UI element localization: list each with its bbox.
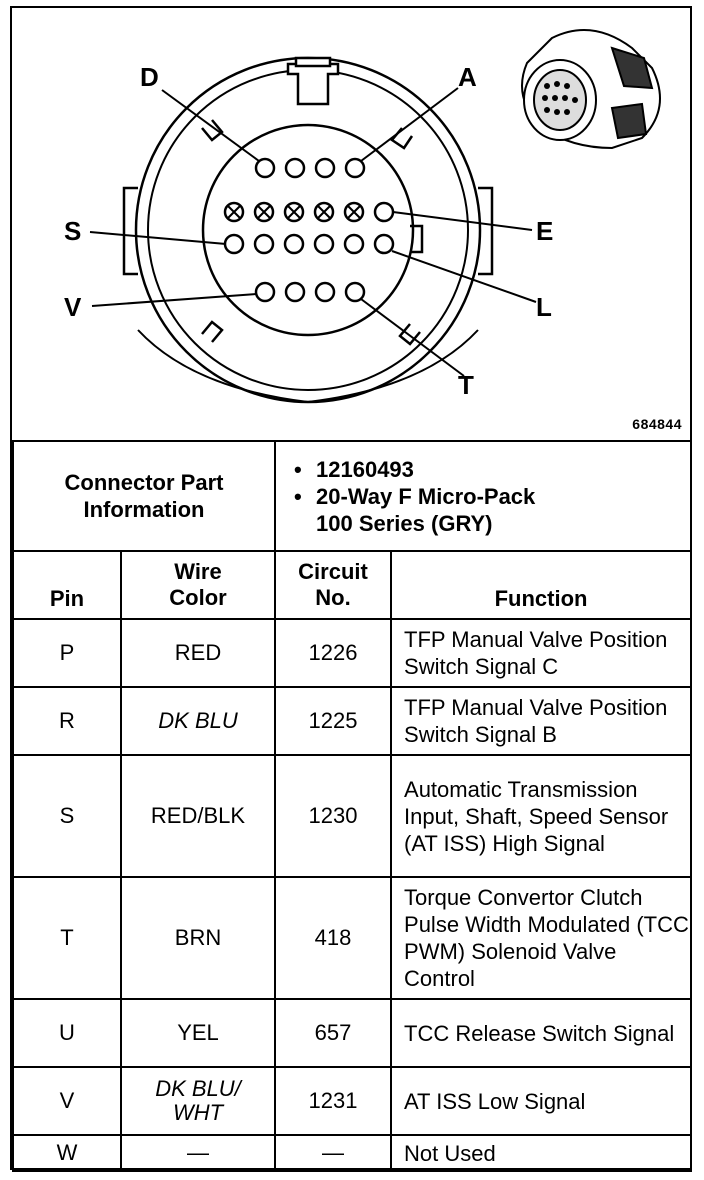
table-row: R DK BLU 1225 TFP Manual Valve Position … xyxy=(12,686,693,756)
table-row: W — — Not Used xyxy=(12,1134,693,1172)
pin-holes xyxy=(223,157,395,303)
wire-color-cell: RED xyxy=(119,618,277,688)
connector-description-line2: 100 Series (GRY) xyxy=(316,510,493,536)
pin-cell: R xyxy=(12,686,122,756)
label-l: L xyxy=(536,292,552,322)
circuit-cell: 1231 xyxy=(274,1066,393,1136)
table-row: V DK BLU/ WHT 1231 AT ISS Low Signal xyxy=(12,1066,693,1136)
connector-face-illustration: D A S E V L T xyxy=(64,29,661,404)
circuit-cell: 1225 xyxy=(274,686,393,756)
function-cell: AT ISS Low Signal xyxy=(390,1066,693,1136)
wire-color-cell: RED/BLK xyxy=(119,754,277,878)
label-d: D xyxy=(140,62,159,92)
connector-diagram: D A S E V L T 684844 xyxy=(12,8,690,440)
pin-cell: T xyxy=(12,876,122,1000)
wire-color-cell: — xyxy=(119,1134,277,1172)
part-number: 12160493 xyxy=(294,456,690,483)
label-e: E xyxy=(536,216,553,246)
header-function: Function xyxy=(390,550,693,620)
pin-cell: U xyxy=(12,998,122,1068)
header-pin: Pin xyxy=(12,550,122,620)
circuit-cell: 1230 xyxy=(274,754,393,878)
connector-info-heading: Connector Part Information xyxy=(11,440,277,552)
circuit-cell: — xyxy=(274,1134,393,1172)
wire-color-cell: DK BLU xyxy=(119,686,277,756)
table-row: T BRN 418 Torque Convertor Clutch Pulse … xyxy=(12,876,693,1000)
inner-ring xyxy=(201,123,415,337)
circuit-cell: 418 xyxy=(274,876,393,1000)
wire-color-cell: BRN xyxy=(119,876,277,1000)
function-cell: TFP Manual Valve Position Switch Signal … xyxy=(390,686,693,756)
label-t: T xyxy=(458,370,474,400)
table-row: P RED 1226 TFP Manual Valve Position Swi… xyxy=(12,618,693,688)
function-cell: TFP Manual Valve Position Switch Signal … xyxy=(390,618,693,688)
connector-thumbnail xyxy=(521,29,661,150)
pin-cell: W xyxy=(12,1134,122,1172)
connector-description-line1: 20-Way F Micro-Pack xyxy=(294,483,690,510)
pin-cell: P xyxy=(12,618,122,688)
label-a: A xyxy=(458,62,477,92)
leader-lines xyxy=(89,87,537,377)
circuit-cell: 657 xyxy=(274,998,393,1068)
function-cell: TCC Release Switch Signal xyxy=(390,998,693,1068)
wire-color-cell: YEL xyxy=(119,998,277,1068)
header-circuit: Circuit No. xyxy=(274,550,393,620)
pin-cell: V xyxy=(12,1066,122,1136)
connector-table: Connector Part Information 12160493 20-W… xyxy=(11,440,693,1172)
table-header-row: Pin Wire Color Circuit No. Function xyxy=(12,550,693,620)
label-s: S xyxy=(64,216,81,246)
pin-cell: S xyxy=(12,754,122,878)
function-cell: Not Used xyxy=(390,1134,693,1172)
wire-color-cell: DK BLU/ WHT xyxy=(119,1066,277,1136)
label-v: V xyxy=(64,292,82,322)
connector-info-row: Connector Part Information 12160493 20-W… xyxy=(11,440,693,552)
function-cell: Automatic Transmission Input, Shaft, Spe… xyxy=(390,754,693,878)
table-row: S RED/BLK 1230 Automatic Transmission In… xyxy=(12,754,693,878)
connector-info-details: 12160493 20-Way F Micro-Pack 100 Series … xyxy=(274,440,693,552)
table-row: U YEL 657 TCC Release Switch Signal xyxy=(12,998,693,1068)
figure-id: 684844 xyxy=(632,416,682,432)
circuit-cell: 1226 xyxy=(274,618,393,688)
document-frame: D A S E V L T 684844 xyxy=(10,6,693,1172)
function-cell: Torque Convertor Clutch Pulse Width Modu… xyxy=(390,876,693,1000)
header-wire-color: Wire Color xyxy=(119,550,277,620)
